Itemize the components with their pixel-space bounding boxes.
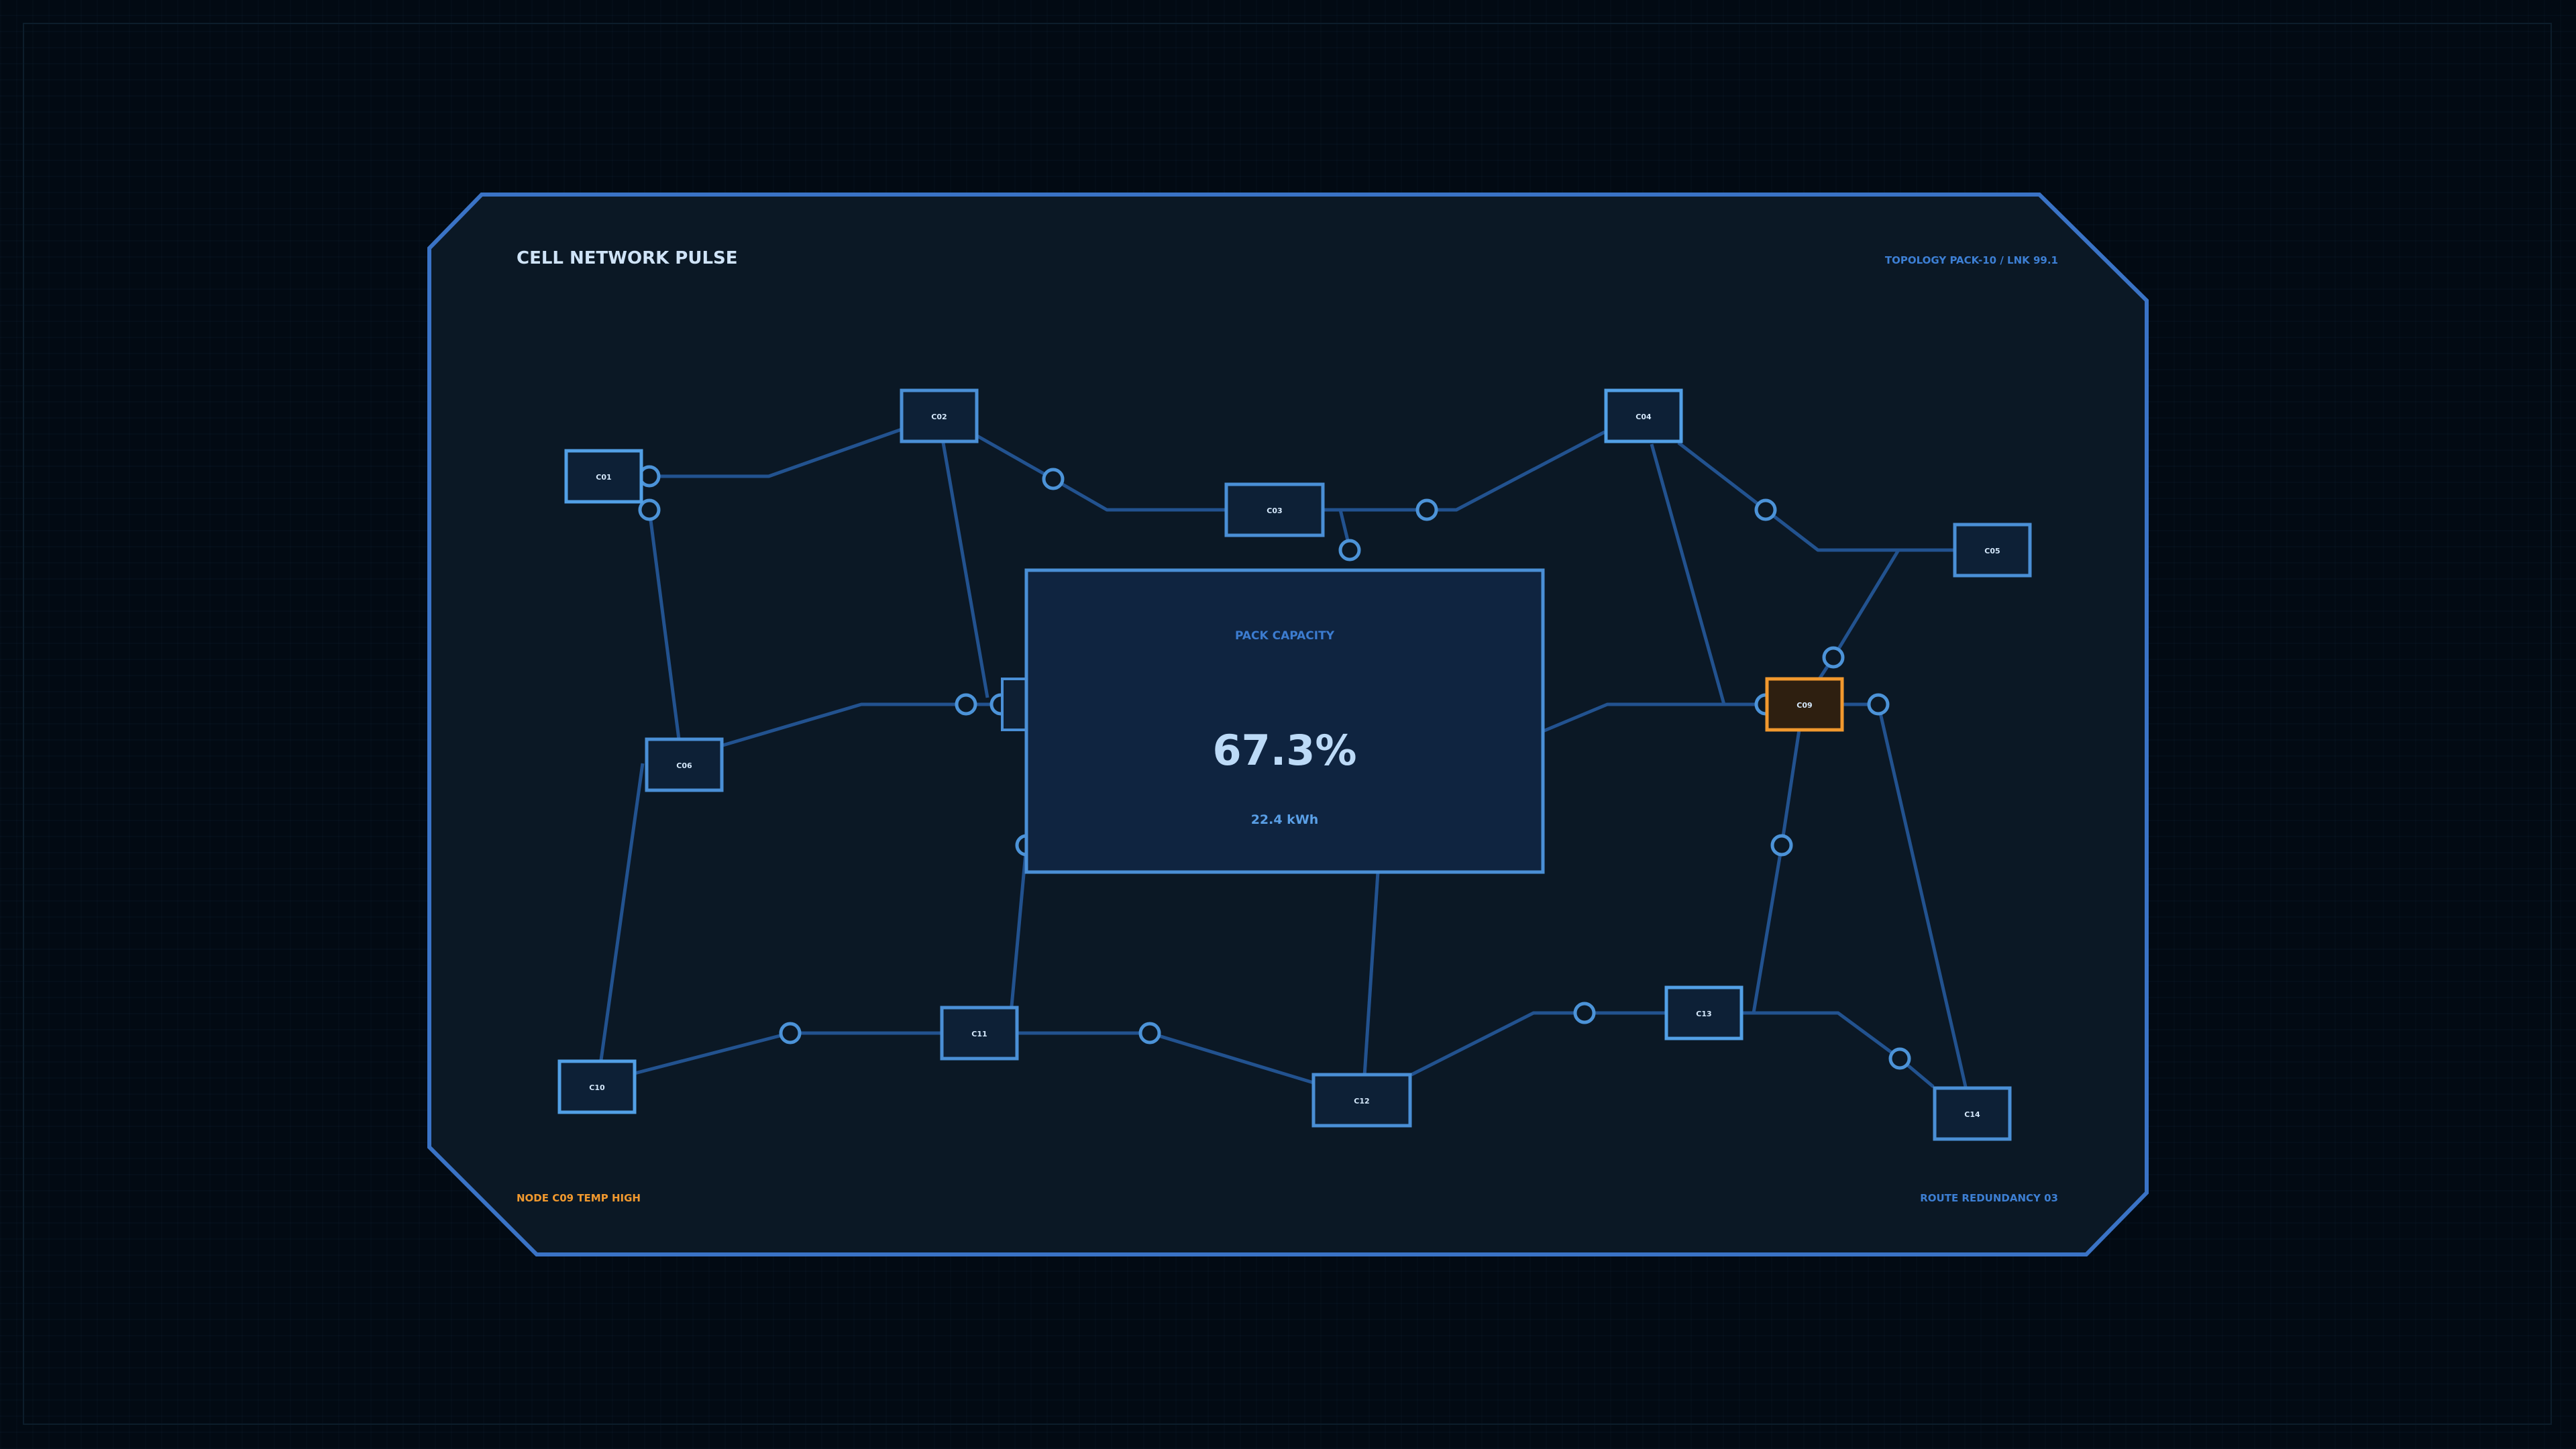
node-box[interactable] <box>1311 1073 1412 1128</box>
node-box[interactable] <box>940 1006 1019 1061</box>
node-box[interactable] <box>900 388 979 443</box>
node-label: C10 <box>589 1083 605 1092</box>
junction-ring <box>1888 1047 1911 1070</box>
panel-box <box>1024 568 1545 874</box>
link-panel-c09 <box>1542 702 1766 733</box>
junction-ring <box>1770 834 1793 857</box>
pack-capacity-panel: PACK CAPACITY 67.3% 22.4 kWh <box>1024 568 1545 874</box>
junction-ring <box>955 693 977 716</box>
node-box[interactable] <box>1664 985 1743 1040</box>
junction-ring <box>1754 498 1777 521</box>
node-c03[interactable]: C03 <box>1224 482 1325 537</box>
junction-ring <box>1867 693 1890 716</box>
link-c02-panel <box>941 442 989 698</box>
node-label: C13 <box>1696 1010 1711 1018</box>
pack-energy-value: 22.4 kWh <box>1251 812 1319 827</box>
route-redundancy-text: ROUTE REDUNDANCY 03 <box>1920 1192 2058 1204</box>
link-c04-c09 <box>1650 443 1726 705</box>
link-c13-c14 <box>1741 1011 1935 1088</box>
node-c11[interactable]: C11 <box>940 1006 1019 1061</box>
junction-ring <box>1138 1022 1161 1044</box>
node-c01[interactable]: C01 <box>564 449 643 504</box>
node-label: C05 <box>1984 547 2000 555</box>
panel-stub <box>1001 678 1030 731</box>
node-box-alert[interactable] <box>1765 677 1844 732</box>
node-label: C04 <box>1635 413 1652 421</box>
link-c01-c06 <box>647 509 681 740</box>
junction-ring <box>1822 646 1845 669</box>
node-label: C09 <box>1796 701 1812 710</box>
app-title: CELL NETWORK PULSE <box>517 248 738 268</box>
junction-ring <box>1042 468 1065 490</box>
node-c06[interactable]: C06 <box>645 737 724 792</box>
node-c10[interactable]: C10 <box>557 1059 637 1114</box>
node-label: C02 <box>931 413 947 421</box>
node-box[interactable] <box>1224 482 1325 537</box>
link-c11-panel <box>1010 845 1028 1007</box>
link-c04-c05 <box>1677 441 1954 552</box>
junction-ring <box>1573 1002 1596 1024</box>
junction-ring <box>1338 539 1361 561</box>
node-box[interactable] <box>1933 1086 2012 1141</box>
node-label: C06 <box>676 761 692 770</box>
node-c02[interactable]: C02 <box>900 388 979 443</box>
node-c12[interactable]: C12 <box>1311 1073 1412 1128</box>
node-c09[interactable]: C09 <box>1765 677 1844 732</box>
link-c03-c04 <box>1323 430 1606 512</box>
node-c13[interactable]: C13 <box>1664 985 1743 1040</box>
link-c12-panel <box>1362 871 1380 1077</box>
node-c05[interactable]: C05 <box>1953 523 2032 578</box>
node-box[interactable] <box>1953 523 2032 578</box>
node-label: C12 <box>1354 1097 1369 1106</box>
pack-capacity-value: 67.3% <box>1212 726 1356 775</box>
node-alert-text: NODE C09 TEMP HIGH <box>517 1192 641 1204</box>
node-c14[interactable]: C14 <box>1933 1086 2012 1141</box>
node-label: C01 <box>596 473 611 482</box>
node-box[interactable] <box>557 1059 637 1114</box>
node-box[interactable] <box>564 449 643 504</box>
link-c06-panel <box>720 702 993 748</box>
topology-readout: TOPOLOGY PACK-10 / LNK 99.1 <box>1885 254 2058 266</box>
link-c06-c10 <box>599 763 645 1061</box>
node-box[interactable] <box>1604 388 1683 443</box>
link-c12-c13 <box>1410 1011 1666 1077</box>
junction-ring <box>1415 498 1438 521</box>
pack-capacity-label: PACK CAPACITY <box>1235 629 1335 643</box>
junction-ring <box>638 498 661 521</box>
link-c02-c03 <box>976 434 1226 512</box>
node-label: C03 <box>1267 506 1282 515</box>
node-label: C14 <box>1964 1110 1980 1119</box>
junction-ring <box>779 1022 802 1044</box>
node-c04[interactable]: C04 <box>1604 388 1683 443</box>
link-c01-c02 <box>649 427 902 478</box>
outer-border <box>23 23 2552 1425</box>
node-box[interactable] <box>645 737 724 792</box>
node-label: C11 <box>971 1030 987 1038</box>
